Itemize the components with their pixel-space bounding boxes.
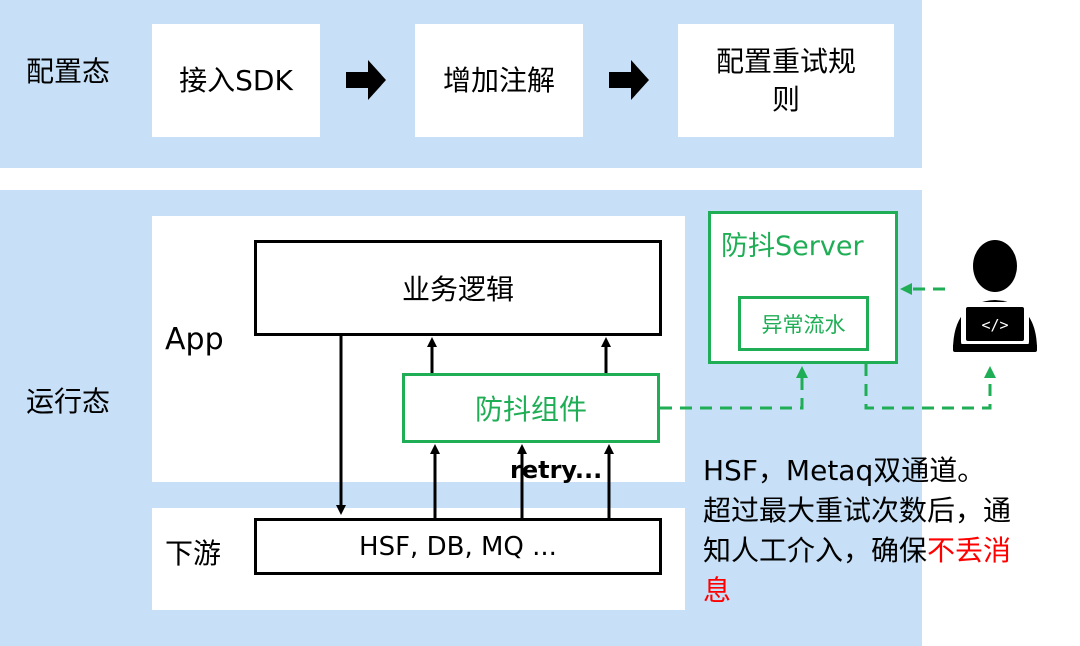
flow-arrow-1 bbox=[346, 60, 386, 100]
retry-label: retry... bbox=[510, 456, 603, 484]
anti-shake-component-label: 防抖组件 bbox=[474, 393, 587, 426]
step-configure-retry-rules: 配置重试规则 bbox=[678, 24, 894, 137]
step-add-annotation: 增加注解 bbox=[415, 24, 583, 137]
note-highlight-b: 息 bbox=[703, 574, 732, 607]
note-line-3-prefix: 知人工介入，确保 bbox=[703, 534, 928, 567]
anti-shake-server-title: 防抖Server bbox=[721, 231, 864, 262]
step-configure-retry-rules-label: 配置重试规则 bbox=[715, 44, 856, 116]
exception-log-label: 异常流水 bbox=[761, 312, 846, 337]
step-integrate-sdk: 接入SDK bbox=[152, 24, 320, 137]
step-integrate-sdk-label: 接入SDK bbox=[179, 63, 293, 97]
config-state-label: 配置态 bbox=[26, 55, 111, 88]
anti-shake-component-box: 防抖组件 bbox=[402, 373, 660, 443]
flow-arrow-2 bbox=[609, 60, 649, 100]
note-text: HSF，Metaq双通道。 超过最大重试次数后，通 知人工介入，确保不丢消 息 bbox=[703, 451, 1073, 611]
downstream-label: 下游 bbox=[165, 537, 222, 570]
step-add-annotation-label: 增加注解 bbox=[442, 63, 555, 97]
exception-log-box: 异常流水 bbox=[738, 296, 869, 351]
component-to-server-arrow bbox=[660, 366, 808, 410]
business-logic-label: 业务逻辑 bbox=[401, 273, 514, 306]
developer-laptop-icon: </> bbox=[953, 240, 1037, 352]
business-logic-box: 业务逻辑 bbox=[254, 240, 662, 336]
note-highlight-a: 不丢消 bbox=[927, 534, 1012, 567]
anti-shake-server-box: 防抖Server 异常流水 bbox=[708, 211, 898, 364]
server-to-developer-arrow bbox=[864, 364, 996, 410]
downstream-services-label: HSF, DB, MQ ... bbox=[359, 531, 557, 562]
note-line-1: HSF，Metaq双通道。 bbox=[703, 454, 986, 487]
runtime-state-label: 运行态 bbox=[26, 385, 111, 418]
svg-text:</>: </> bbox=[981, 316, 1008, 334]
note-line-2: 超过最大重试次数后，通 bbox=[703, 494, 1012, 527]
app-label: App bbox=[165, 322, 224, 357]
downstream-services-box: HSF, DB, MQ ... bbox=[254, 518, 662, 575]
